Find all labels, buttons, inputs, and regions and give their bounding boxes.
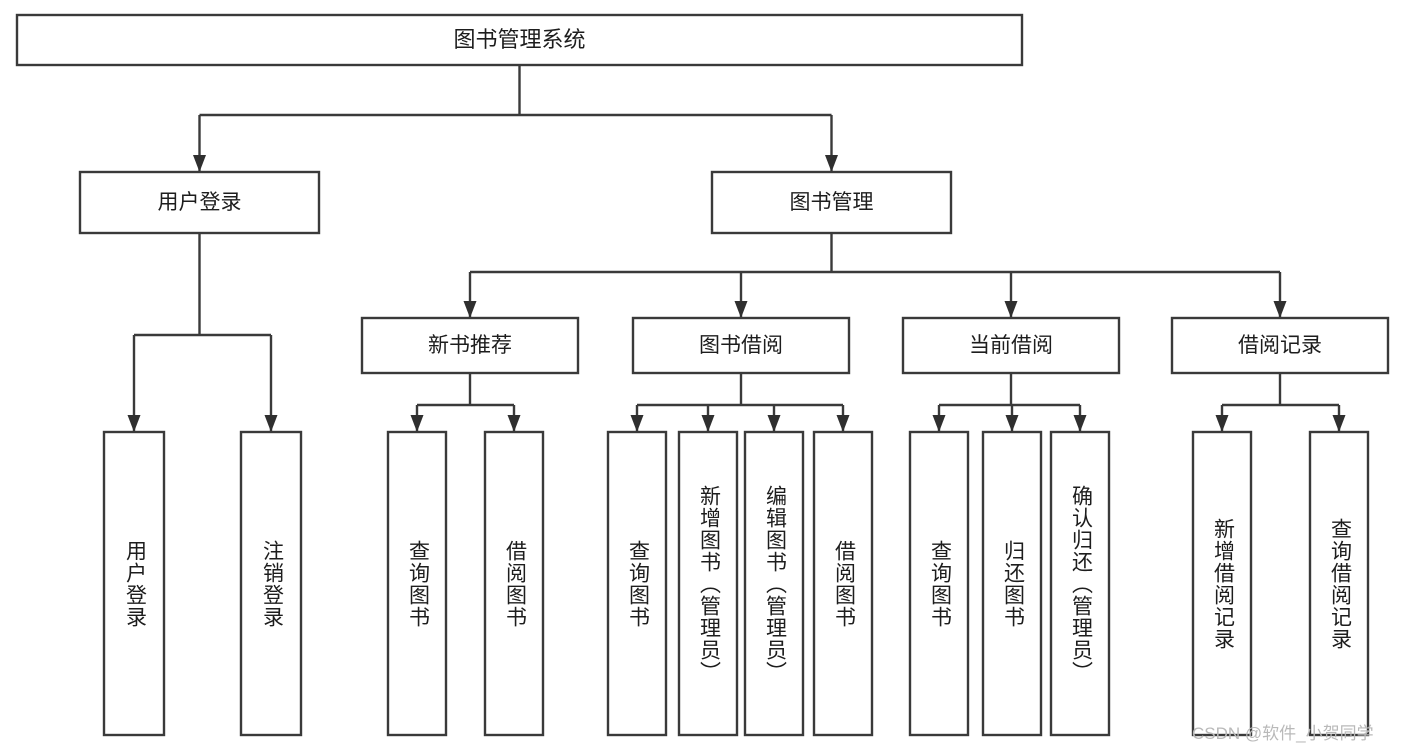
node-box-leaf-return-book[interactable] <box>981 430 1043 737</box>
arrow-head-icon <box>410 415 424 432</box>
arrow-head-icon <box>1332 415 1346 432</box>
node-label-root: 图书管理系统 <box>453 27 585 52</box>
node-box-new-book-rec[interactable] <box>360 316 580 375</box>
arrow-head-icon <box>767 415 781 432</box>
node-box-leaf-query-book-1[interactable] <box>386 430 448 737</box>
arrow-head-icon <box>1073 415 1087 432</box>
node-box-leaf-query-book-3[interactable] <box>908 430 970 737</box>
arrow-head-icon <box>507 415 521 432</box>
node-label-new-book-rec: 新书推荐 <box>428 334 512 357</box>
node-box-leaf-edit-book-admin[interactable] <box>743 430 805 737</box>
node-label-book-manage: 图书管理 <box>790 191 874 214</box>
node-box-user-login[interactable] <box>78 170 321 235</box>
node-label-user-login: 用户登录 <box>158 191 242 214</box>
arrow-head-icon <box>127 415 141 432</box>
arrow-head-icon <box>701 415 715 432</box>
arrow-head-icon <box>932 415 946 432</box>
node-box-book-manage[interactable] <box>710 170 953 235</box>
arrow-head-icon <box>1005 415 1019 432</box>
arrow-head-icon <box>734 301 748 318</box>
node-label-current-borrow: 当前借阅 <box>969 334 1053 357</box>
node-box-leaf-logout[interactable] <box>239 430 303 737</box>
node-box-leaf-borrow-book-2[interactable] <box>812 430 874 737</box>
node-label-book-borrow: 图书借阅 <box>699 334 783 357</box>
node-box-leaf-borrow-book-1[interactable] <box>483 430 545 737</box>
node-box-leaf-add-borrow-record[interactable] <box>1191 430 1253 737</box>
arrow-head-icon <box>1004 301 1018 318</box>
connector-layer <box>127 65 1346 432</box>
arrow-head-icon <box>1273 301 1287 318</box>
node-box-leaf-confirm-return-admin[interactable] <box>1049 430 1111 737</box>
arrow-head-icon <box>264 415 278 432</box>
node-box-leaf-query-borrow-record[interactable] <box>1308 430 1370 737</box>
watermark-text: CSDN @软件_小贺同学 <box>1192 724 1374 743</box>
arrow-head-icon <box>1215 415 1229 432</box>
node-box-leaf-add-book-admin[interactable] <box>677 430 739 737</box>
node-box-borrow-record[interactable] <box>1170 316 1390 375</box>
arrow-head-icon <box>193 155 206 172</box>
arrow-head-icon <box>463 301 477 318</box>
node-label-borrow-record: 借阅记录 <box>1238 334 1322 357</box>
arrow-head-icon <box>836 415 850 432</box>
node-box-leaf-user-login[interactable] <box>102 430 166 737</box>
node-box-book-borrow[interactable] <box>631 316 851 375</box>
node-box-leaf-query-book-2[interactable] <box>606 430 668 737</box>
arrow-head-icon <box>825 155 838 172</box>
arrow-head-icon <box>630 415 644 432</box>
node-box-current-borrow[interactable] <box>901 316 1121 375</box>
node-box-root[interactable] <box>15 13 1024 67</box>
